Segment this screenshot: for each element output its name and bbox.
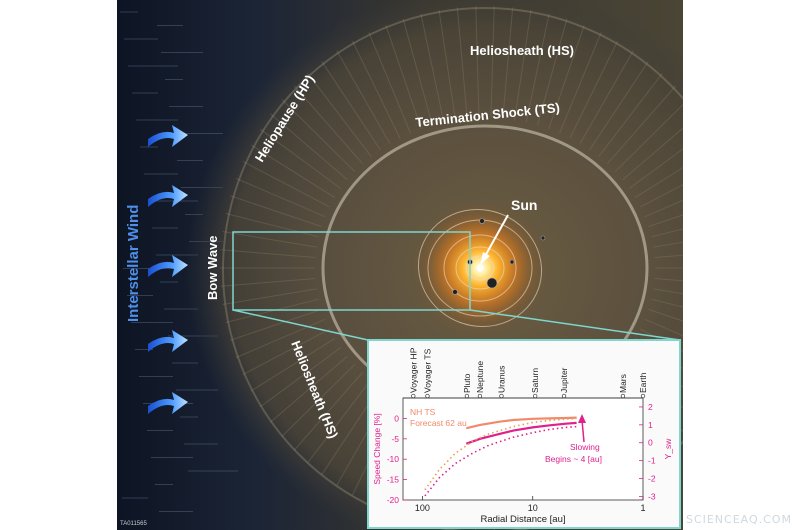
- planet-icon: [479, 218, 485, 224]
- interstellar-wind-label: Interstellar Wind: [125, 205, 142, 322]
- marker-circle: [620, 393, 626, 399]
- watermark: SCIENCEAQ.COM: [685, 513, 792, 526]
- annotation-forecast: Forecast 62 au: [410, 418, 467, 428]
- marker-label: Earth: [638, 372, 648, 393]
- marker-circle: [499, 393, 504, 399]
- y-right-axis-label: Y_sw: [663, 438, 673, 460]
- annotation-slowing: Slowing: [570, 442, 600, 452]
- marker-label: Mars: [618, 374, 628, 393]
- planet-icon: [540, 235, 546, 241]
- marker-circle: [425, 393, 430, 399]
- series-line: [424, 417, 577, 491]
- y-left-tick-label: -20: [387, 495, 400, 505]
- y-right-tick-label: 2: [648, 402, 653, 412]
- marker-circle: [561, 393, 567, 399]
- interstellar-wind-arrow-icon: [148, 125, 188, 147]
- x-tick-label: 100: [415, 503, 430, 513]
- series-line: [424, 425, 577, 497]
- marker-label: Neptune: [475, 361, 485, 393]
- annotation-slowing-begins: Begins ~ 4 [au]: [545, 454, 602, 464]
- slowing-arrowhead: [578, 414, 586, 423]
- y-right-tick-label: -3: [648, 491, 656, 501]
- sun-label: Sun: [511, 197, 537, 213]
- interstellar-wind-arrow-icon: [148, 255, 188, 277]
- y-left-axis-label: Speed Change [%]: [372, 413, 382, 484]
- sun-icon: [476, 264, 484, 272]
- marker-circle: [477, 393, 483, 399]
- annotation-nh-ts: NH TS: [410, 407, 436, 417]
- y-left-tick-label: -10: [387, 454, 400, 464]
- marker-circle: [640, 393, 646, 399]
- sun-pointer-arrow: [480, 214, 509, 265]
- bow-wave-label: Bow Wave: [205, 235, 220, 300]
- marker-label: Uranus: [496, 366, 506, 393]
- bow-wave-highlight: [232, 231, 681, 341]
- x-tick-label: 1: [640, 503, 645, 513]
- marker-label: Pluto: [462, 373, 472, 393]
- planet-icon: [486, 277, 498, 289]
- marker-circle: [533, 393, 538, 399]
- planet-icon: [452, 289, 458, 295]
- interstellar-wind-arrow-icon: [148, 330, 188, 352]
- marker-label: Saturn: [530, 368, 540, 393]
- y-right-tick-label: -2: [648, 474, 656, 484]
- y-right-tick-label: -1: [648, 456, 656, 466]
- marker-circle: [411, 393, 416, 399]
- x-axis-label: Radial Distance [au]: [480, 514, 565, 525]
- planet-icon: [509, 259, 515, 265]
- series-line: [466, 416, 577, 430]
- interstellar-wind-arrow-icon: [148, 392, 188, 414]
- y-left-tick-label: -5: [391, 434, 399, 444]
- marker-label: Jupiter: [559, 367, 569, 393]
- y-right-tick-label: 1: [648, 420, 653, 430]
- slowing-arrow: [581, 419, 585, 443]
- heliosheath-top-label: Heliosheath (HS): [470, 43, 574, 58]
- marker-circle: [464, 393, 470, 399]
- y-right-tick-label: 0: [648, 438, 653, 448]
- interstellar-wind-arrow-icon: [148, 185, 188, 207]
- x-tick-label: 10: [528, 503, 538, 513]
- y-left-tick-label: 0: [394, 413, 399, 423]
- series-line: [465, 421, 577, 445]
- marker-label: Voyager TS: [422, 348, 432, 393]
- marker-label: Voyager HP: [408, 347, 418, 393]
- y-left-tick-label: -15: [387, 475, 400, 485]
- image-code: TA011565: [120, 521, 147, 527]
